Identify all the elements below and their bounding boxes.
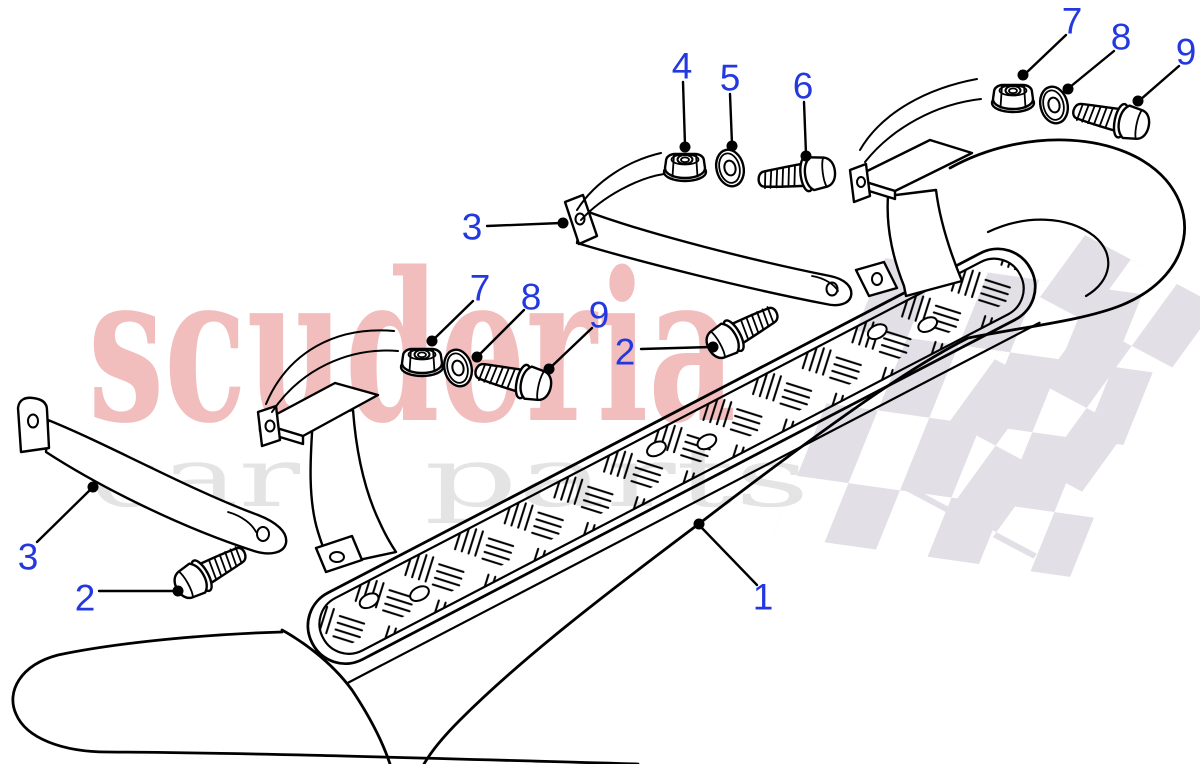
fastener-bolt-6 [755,152,839,199]
fastener-washer-5 [711,145,749,191]
assembly-guide-arcs [265,78,982,413]
support-bracket-upper [563,193,853,307]
fastener-nut-7-top [990,83,1036,114]
callout-number-7: 7 [469,267,491,309]
callout-number-2: 2 [74,577,96,619]
callout-number-8: 8 [520,276,542,318]
callout-number-2: 2 [614,331,636,373]
fastener-nut-7-mid [399,347,445,378]
callout-number-6: 6 [792,65,814,107]
support-leg-right [848,138,974,298]
callout-number-4: 4 [671,45,693,87]
callout-number-5: 5 [719,57,741,99]
callout-leader-lines [35,33,1181,597]
tread-bolt-holes [358,316,939,610]
fastener-nut-4 [662,152,708,183]
callout-number-1: 1 [752,576,774,618]
support-bracket-lower [16,396,288,555]
fastener-bolt-2-right [699,295,786,366]
fastener-washer-8-mid [439,345,477,391]
callout-number-8: 8 [1110,16,1132,58]
fastener-bolt-9-mid [470,352,556,406]
tread-plate [306,247,1041,684]
callout-number-9: 9 [1175,31,1197,73]
callout-number-3: 3 [17,536,39,578]
side-step-tube [11,138,1186,764]
callout-number-9: 9 [588,294,610,336]
callout-number-3: 3 [461,206,483,248]
support-leg-left [256,381,398,574]
callout-number-7: 7 [1061,0,1083,42]
